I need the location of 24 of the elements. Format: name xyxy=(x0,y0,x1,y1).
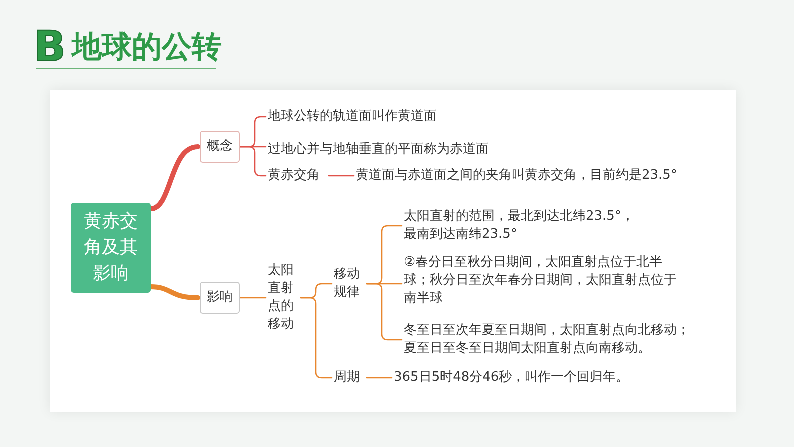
branch-text: 周期 xyxy=(334,369,364,387)
branch-text: 地球公转的轨道面叫作黄道面 xyxy=(268,108,528,126)
branch-text: 移动规律 xyxy=(334,266,364,302)
branch-text: 黄赤交角 xyxy=(268,167,326,185)
connector-line xyxy=(366,377,393,379)
branch-text: 冬至日至次年夏至日期间，太阳直射点向北移动；夏至日至冬至日期间太阳直射点向南移动。 xyxy=(404,322,694,358)
connector-line xyxy=(300,297,333,379)
branch-text: 黄道面与赤道面之间的夹角叫黄赤交角，目前约是23.5° xyxy=(356,167,736,185)
branch-box: 概念 xyxy=(200,131,240,163)
connector-line xyxy=(148,284,200,300)
title: 地球的公转 xyxy=(72,30,222,66)
branch-text: 太阳直射点的移动 xyxy=(268,262,298,334)
branch-text: ②春分日至秋分日期间，太阳直射点位于北半球；秋分日至次年春分日期间，太阳直射点位于南半球 xyxy=(404,254,682,308)
branch-box: 影响 xyxy=(200,282,240,314)
connector-line xyxy=(239,146,267,177)
branch-text: 365日5时48分46秒，叫作一个回归年。 xyxy=(394,369,694,387)
section-letter: B xyxy=(34,24,66,70)
topic-box: 黄赤交角及其影响 xyxy=(71,203,151,293)
branch-text: 过地心并与地轴垂直的平面称为赤道面 xyxy=(268,141,558,159)
branch-text: 太阳直射的范围，最北到达北纬23.5°，最南到达南纬23.5° xyxy=(404,208,644,244)
connector-line xyxy=(366,283,403,341)
connector-line xyxy=(239,297,267,299)
connector-line xyxy=(148,144,200,212)
connector-line xyxy=(328,175,355,177)
